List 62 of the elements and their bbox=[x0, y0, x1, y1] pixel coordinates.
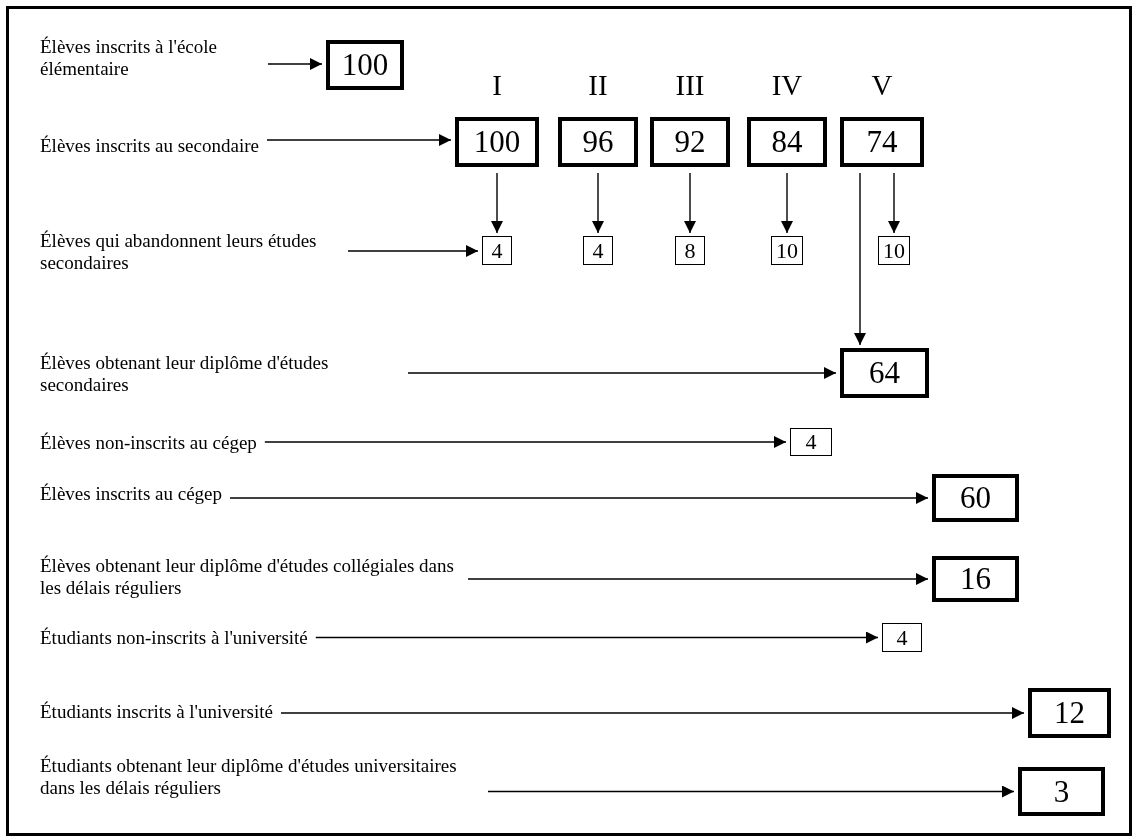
count-value: 4 bbox=[896, 624, 908, 651]
node-label: Élèves obtenant leur diplôme d'études collégiales dans les délais réguliers bbox=[40, 555, 460, 599]
dropout-count-box bbox=[482, 236, 512, 265]
count-value: 100 bbox=[473, 124, 521, 160]
count-value: 4 bbox=[592, 237, 604, 264]
arrow bbox=[280, 707, 1025, 719]
node-label: Élèves non-inscrits au cégep bbox=[40, 432, 257, 454]
arrow bbox=[347, 245, 479, 257]
node-label: Élèves obtenant leur diplôme d'études secondaires bbox=[40, 352, 400, 396]
count-value: 10 bbox=[776, 237, 798, 264]
count-box bbox=[932, 474, 1019, 522]
count-value: 12 bbox=[1054, 695, 1085, 731]
count-value: 84 bbox=[771, 124, 803, 160]
count-box bbox=[932, 556, 1019, 602]
count-value: 100 bbox=[341, 47, 389, 83]
node-label: Élèves inscrits au secondaire bbox=[40, 135, 259, 157]
dropout-count-box bbox=[878, 236, 910, 265]
node-label: Étudiants inscrits à l'université bbox=[40, 701, 273, 723]
count-value: 3 bbox=[1053, 773, 1070, 810]
dropout-count-box bbox=[771, 236, 803, 265]
dropout-count-box bbox=[790, 428, 832, 456]
arrow bbox=[888, 172, 900, 234]
dropout-count-box bbox=[882, 623, 922, 652]
count-box bbox=[326, 40, 404, 90]
arrow bbox=[264, 436, 787, 448]
grade-numeral: V bbox=[870, 69, 894, 102]
arrow bbox=[407, 367, 837, 379]
arrow bbox=[592, 172, 604, 234]
count-value: 92 bbox=[674, 124, 706, 160]
count-box bbox=[1028, 688, 1111, 738]
arrow bbox=[854, 172, 866, 346]
node-label: Élèves inscrits à l'école élémentaire bbox=[40, 36, 260, 80]
arrow bbox=[229, 492, 929, 504]
node-label: Élèves inscrits au cégep bbox=[40, 483, 222, 505]
node-label: Élèves qui abandonnent leurs études secondaires bbox=[40, 230, 340, 274]
node-label: Étudiants obtenant leur diplôme d'études universitaires dans les délais réguliers bbox=[40, 755, 480, 799]
count-value: 4 bbox=[491, 237, 503, 264]
grade-numeral: IV bbox=[770, 69, 804, 102]
count-value: 60 bbox=[960, 480, 991, 516]
dropout-count-box bbox=[675, 236, 705, 265]
count-box bbox=[1018, 767, 1105, 816]
count-value: 96 bbox=[582, 124, 614, 160]
count-value: 64 bbox=[869, 355, 900, 391]
grade-numeral: III bbox=[674, 69, 706, 102]
count-value: 16 bbox=[960, 561, 991, 597]
arrow bbox=[491, 172, 503, 234]
count-value: 10 bbox=[883, 237, 905, 264]
dropout-count-box bbox=[583, 236, 613, 265]
node-label: Étudiants non-inscrits à l'université bbox=[40, 627, 308, 649]
arrow bbox=[267, 58, 323, 70]
arrow bbox=[467, 573, 929, 585]
count-box bbox=[840, 348, 929, 398]
count-value: 8 bbox=[684, 237, 696, 264]
grade-numeral: I bbox=[491, 69, 503, 102]
grade-numeral: II bbox=[587, 69, 609, 102]
arrow bbox=[487, 785, 1015, 798]
arrow bbox=[781, 172, 793, 234]
count-value: 4 bbox=[805, 429, 817, 455]
count-value: 74 bbox=[866, 124, 898, 160]
arrow bbox=[266, 134, 452, 146]
arrow bbox=[684, 172, 696, 234]
arrow bbox=[315, 631, 879, 644]
